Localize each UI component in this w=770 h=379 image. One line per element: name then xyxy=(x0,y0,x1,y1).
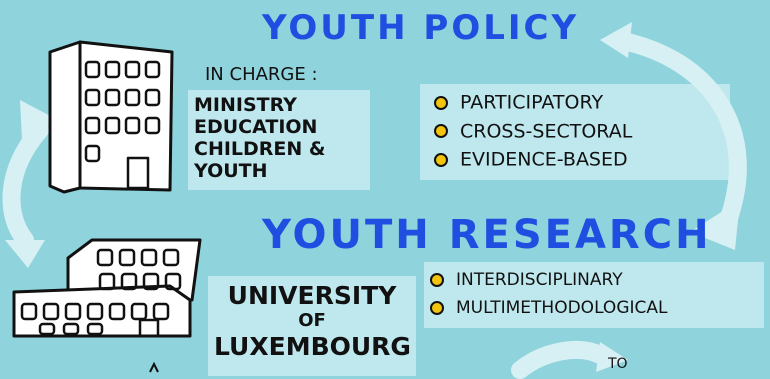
in-charge-label: IN CHARGE : xyxy=(205,64,318,85)
principle-text: INTERDISCIPLINARY xyxy=(456,270,623,290)
principle-text: CROSS-SECTORAL xyxy=(460,120,633,142)
list-item: MULTIMETHODOLOGICAL xyxy=(430,294,667,322)
partial-to-label: TO xyxy=(608,356,628,372)
ministry-line: YOUTH xyxy=(194,160,268,182)
bullet-dot-icon xyxy=(434,124,448,138)
bullet-dot-icon xyxy=(434,95,448,110)
principle-text: EVIDENCE-BASED xyxy=(460,148,628,171)
youth-research-title: YOUTH RESEARCH xyxy=(262,212,712,258)
list-item: PARTICIPATORY xyxy=(434,88,632,117)
university-text: UNIVERSITY OF LUXEMBOURG xyxy=(214,280,411,362)
list-item: EVIDENCE-BASED xyxy=(434,145,632,174)
university-panel xyxy=(208,276,416,376)
list-item: CROSS-SECTORAL xyxy=(434,117,632,146)
ministry-panel xyxy=(188,90,370,190)
bullet-dot-icon xyxy=(430,273,444,287)
policy-principles-list: PARTICIPATORY CROSS-SECTORAL EVIDENCE-BA… xyxy=(434,88,632,174)
research-principles-panel xyxy=(424,262,764,328)
list-item: INTERDISCIPLINARY xyxy=(430,266,667,294)
policy-principles-panel xyxy=(420,84,730,180)
ministry-line: CHILDREN & xyxy=(194,138,326,160)
university-line: LUXEMBOURG xyxy=(214,332,411,361)
principle-text: PARTICIPATORY xyxy=(460,91,604,114)
bullet-dot-icon xyxy=(434,152,448,167)
bullet-dot-icon xyxy=(430,301,444,315)
ministry-line: MINISTRY xyxy=(194,94,297,116)
university-line: OF xyxy=(298,310,326,331)
principle-text: MULTIMETHODOLOGICAL xyxy=(456,298,668,318)
university-line: UNIVERSITY xyxy=(227,281,397,310)
youth-policy-title: YOUTH POLICY xyxy=(262,8,580,48)
cycle-arrow-icon xyxy=(2,31,747,379)
ministry-line: EDUCATION xyxy=(194,116,318,138)
ministry-building-icon xyxy=(48,40,174,194)
university-building-icon xyxy=(12,238,202,338)
research-principles-list: INTERDISCIPLINARY MULTIMETHODOLOGICAL xyxy=(430,266,667,322)
ministry-text: MINISTRY EDUCATION CHILDREN & YOUTH xyxy=(194,94,326,182)
